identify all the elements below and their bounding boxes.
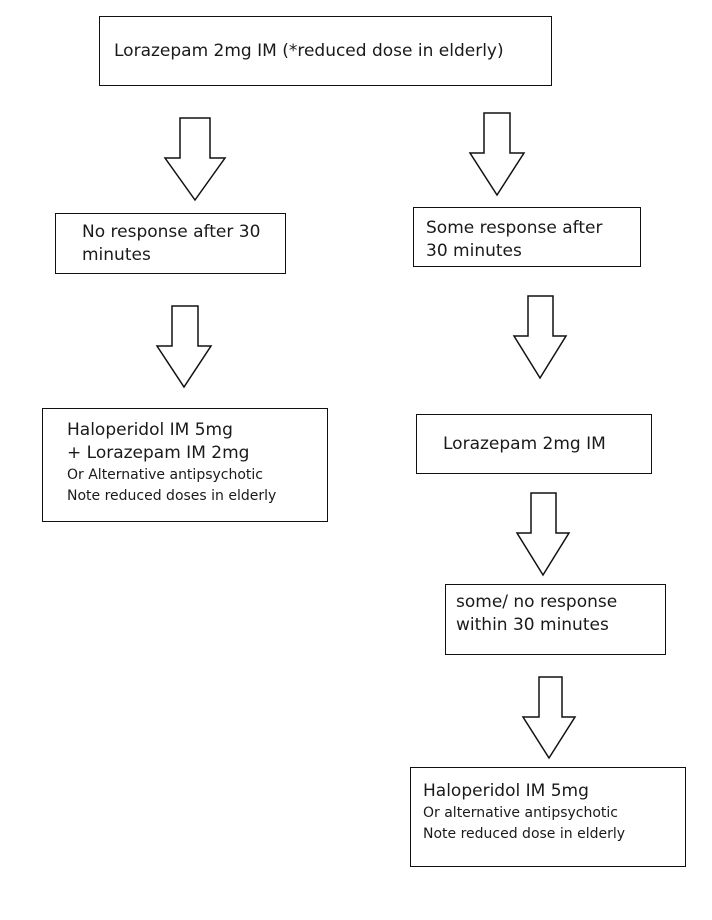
arrow-down-icon [515,492,571,577]
some-no-response-node: some/ no response within 30 minutes [445,584,666,655]
haloperidol-combo-line-4: Note reduced doses in elderly [67,488,277,504]
haloperidol-combo-node: Haloperidol IM 5mg + Lorazepam IM 2mg Or… [42,408,328,522]
start-node: Lorazepam 2mg IM (*reduced dose in elder… [99,16,552,86]
arrow-down-icon [521,676,577,760]
haloperidol-final-node: Haloperidol IM 5mg Or alternative antips… [410,767,686,867]
arrow-down-icon [155,305,213,389]
haloperidol-combo-line-2: + Lorazepam IM 2mg [67,443,250,463]
no-response-line-2: minutes [82,245,151,265]
some-response-line-2: 30 minutes [426,241,522,261]
some-response-line-1: Some response after [426,218,603,238]
some-no-response-line-1: some/ no response [456,592,618,612]
arrow-down-icon [512,295,568,380]
some-response-node: Some response after 30 minutes [413,207,641,267]
haloperidol-final-line-3: Note reduced dose in elderly [423,826,626,842]
haloperidol-combo-line-1: Haloperidol IM 5mg [67,420,233,440]
start-node-text: Lorazepam 2mg IM (*reduced dose in elder… [114,41,504,61]
haloperidol-final-line-1: Haloperidol IM 5mg [423,781,589,801]
arrow-down-icon [468,112,526,197]
lorazepam-repeat-node: Lorazepam 2mg IM [416,414,652,474]
haloperidol-combo-line-3: Or Alternative antipsychotic [67,467,263,483]
no-response-line-1: No response after 30 [82,222,261,242]
some-no-response-line-2: within 30 minutes [456,615,609,635]
arrow-down-icon [163,117,227,202]
haloperidol-final-line-2: Or alternative antipsychotic [423,805,618,821]
no-response-node: No response after 30 minutes [55,213,286,274]
lorazepam-repeat-text: Lorazepam 2mg IM [443,434,606,454]
